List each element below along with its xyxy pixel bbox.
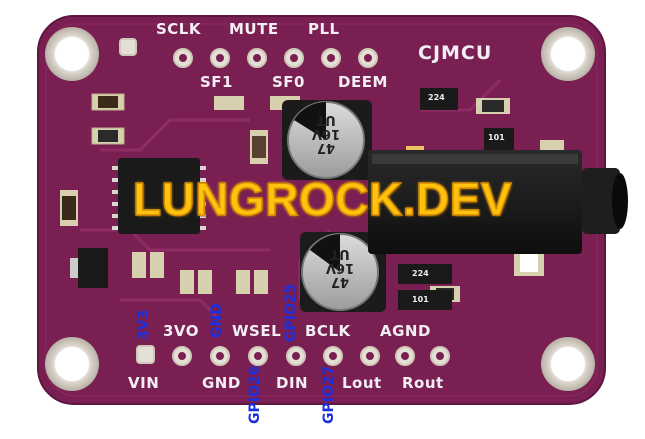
silk-label-deem: DEEM <box>338 73 388 91</box>
silk-label-sf1: SF1 <box>200 73 233 91</box>
silk-label-din: DIN <box>276 374 309 392</box>
silk-label-bclk: BCLK <box>305 322 351 340</box>
cap-bottom-series: UT <box>330 246 350 261</box>
silk-label-lout: Lout <box>342 374 382 392</box>
resistor-code-2: 101 <box>488 133 505 142</box>
cap-top-value: 47 <box>316 140 336 155</box>
bottom-header-pads <box>136 345 450 366</box>
silk-label-wsel: WSEL <box>232 322 282 340</box>
annotation-3v3: 3V3 <box>136 309 152 340</box>
silk-label-mute: MUTE <box>229 20 279 38</box>
silk-label-gnd: GND <box>202 374 241 392</box>
resistor-code-4: 101 <box>412 295 429 304</box>
cap-top-series: UT <box>316 112 336 127</box>
silk-label-vin: VIN <box>128 374 160 392</box>
brand-label: CJMCU <box>418 42 493 64</box>
capacitor-bottom <box>300 232 386 312</box>
annotation-gpio27: GPIO27 <box>321 365 337 424</box>
resistor-code-1: 224 <box>428 93 445 102</box>
mounting-holes <box>45 27 595 391</box>
silk-label-pll: PLL <box>308 20 340 38</box>
watermark-text: LUNGROCK.DEV <box>132 173 513 225</box>
cap-bottom-voltage: 16V <box>325 260 355 275</box>
silk-label-agnd: AGND <box>380 322 431 340</box>
silk-label-sf0: SF0 <box>272 73 305 91</box>
silk-label-rout: Rout <box>402 374 444 392</box>
cap-top-voltage: 16V <box>311 126 341 141</box>
capacitor-top <box>282 100 372 180</box>
silk-label-sclk: SCLK <box>156 20 201 38</box>
capacitor-top-label: 47 16V UT <box>300 112 352 155</box>
resistor-code-3: 224 <box>412 269 429 278</box>
annotation-gpio25: GPIO25 <box>283 283 299 342</box>
silk-label-3vo: 3VO <box>163 322 200 340</box>
traces <box>80 78 502 322</box>
annotation-gnd: GND <box>209 303 225 338</box>
audio-jack <box>368 150 628 254</box>
capacitor-bottom-label: 47 16V UT <box>314 246 366 289</box>
cap-bottom-value: 47 <box>330 274 350 289</box>
annotation-gpio26: GPIO26 <box>247 365 263 424</box>
